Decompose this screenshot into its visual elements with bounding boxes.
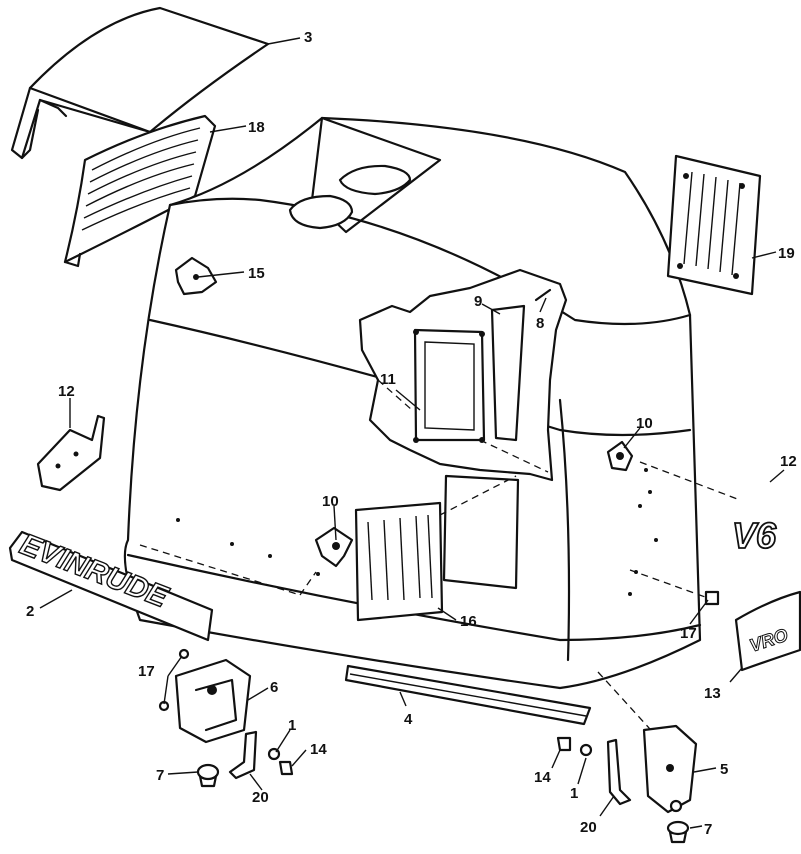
callout-numbers: 3 18 15 9 8 19 11 12 10 12 10 2 16 17 13…	[26, 29, 797, 838]
callout-16: 16	[460, 613, 477, 630]
part-plug-left	[196, 763, 220, 788]
part-bracket-20-right	[606, 738, 632, 806]
callout-1-left: 1	[288, 717, 296, 734]
part-v6-badge: V6	[731, 514, 778, 557]
part-vro-badge: VRO	[734, 590, 801, 672]
callout-5: 5	[720, 761, 728, 778]
callout-11: 11	[380, 371, 396, 388]
callout-14-right: 14	[534, 769, 551, 786]
part-plug-right	[666, 820, 690, 844]
callout-10-left: 10	[322, 493, 339, 510]
callout-7-left: 7	[156, 767, 164, 784]
part-latch-plate	[642, 724, 698, 814]
leader-lines	[39, 37, 785, 829]
part-side-grille	[63, 114, 217, 268]
part-hardware-right	[556, 736, 593, 757]
callout-3: 3	[304, 29, 312, 46]
callout-13: 13	[704, 685, 721, 702]
callout-20-right: 20	[580, 819, 597, 836]
part-screw-8	[534, 288, 552, 302]
callout-2: 2	[26, 603, 34, 620]
part-bracket-20-left	[228, 730, 258, 780]
callout-15: 15	[248, 265, 265, 282]
callout-18: 18	[248, 119, 265, 136]
callout-10-right: 10	[636, 415, 653, 432]
callout-7-right: 7	[704, 821, 712, 838]
callout-17-right: 17	[680, 625, 697, 642]
callout-4: 4	[404, 711, 413, 728]
callout-1-right: 1	[570, 785, 578, 802]
part-hardware-left	[267, 747, 294, 776]
callout-12-right: 12	[780, 453, 797, 470]
part-rear-grille	[666, 154, 762, 296]
callout-19: 19	[778, 245, 795, 262]
callout-20-left: 20	[252, 789, 269, 806]
part-screw-17-right	[704, 590, 720, 606]
callout-12-left: 12	[58, 383, 75, 400]
callout-14-left: 14	[310, 741, 327, 758]
part-bracket-left	[36, 414, 106, 492]
v6-decal-text: V6	[732, 515, 777, 556]
part-seal-strip	[344, 664, 592, 726]
callout-6: 6	[270, 679, 278, 696]
callout-8: 8	[536, 315, 544, 332]
part-latch	[158, 648, 252, 744]
callout-9: 9	[474, 293, 482, 310]
callout-17-left: 17	[138, 663, 155, 680]
